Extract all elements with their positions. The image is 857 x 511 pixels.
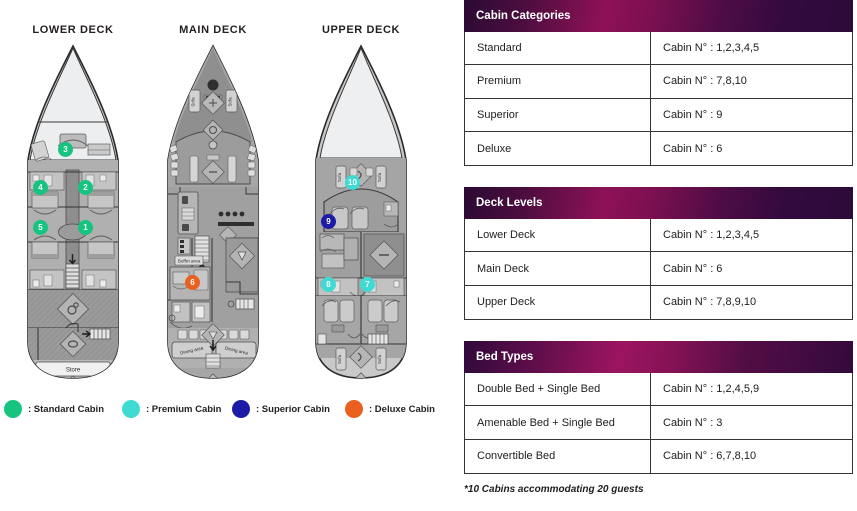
legend-label-premium: : Premium Cabin bbox=[146, 403, 222, 415]
cell-value: Cabin N° : 7,8,9,10 bbox=[663, 296, 757, 309]
cabin-legend: : Standard Cabin : Premium Cabin : Super… bbox=[0, 398, 455, 424]
deck-title-main: MAIN DECK bbox=[179, 24, 247, 36]
legend-label-deluxe: : Deluxe Cabin bbox=[369, 403, 435, 415]
cell-value: Cabin N° : 1,2,3,4,5 bbox=[663, 229, 760, 242]
area-label-sofa: Sofa bbox=[377, 354, 382, 364]
table-deck-levels: Deck Levels Lower Deck Cabin N° : 1,2,3,… bbox=[464, 187, 853, 321]
area-label-sofa: Sofa bbox=[377, 172, 382, 182]
cell-label: Convertible Bed bbox=[465, 439, 651, 473]
legend-swatch-premium-icon bbox=[122, 400, 140, 418]
cell-value: Cabin N° : 6 bbox=[663, 142, 723, 155]
deck-plans-panel: LOWER DECK bbox=[0, 0, 455, 424]
legend-swatch-superior-icon bbox=[232, 400, 250, 418]
table-row: Superior Cabin N° : 9 bbox=[465, 98, 852, 132]
area-label-dining: Dining area bbox=[180, 345, 204, 355]
cell-value: Cabin N° : 7,8,10 bbox=[663, 75, 747, 88]
deck-diagram-upper: Sofa Sofa bbox=[288, 42, 434, 382]
cabin-marker-10[interactable]: 10 bbox=[345, 175, 360, 190]
deck-diagram-lower: Store 3 4 2 5 1 bbox=[0, 42, 146, 382]
legend-item-deluxe: : Deluxe Cabin bbox=[345, 398, 435, 420]
area-label-sofa: Sofa bbox=[228, 97, 233, 107]
area-label-sofa: Sofa bbox=[337, 354, 342, 364]
table-row: Deluxe Cabin N° : 6 bbox=[465, 131, 852, 166]
table-row: Premium Cabin N° : 7,8,10 bbox=[465, 65, 852, 99]
cell-label: Double Bed + Single Bed bbox=[465, 373, 651, 406]
cell-label: Lower Deck bbox=[465, 219, 651, 252]
cell-label: Main Deck bbox=[465, 252, 651, 285]
legend-label-superior: : Superior Cabin bbox=[256, 403, 330, 415]
table-row: Standard Cabin N° : 1,2,3,4,5 bbox=[465, 32, 852, 66]
cell-label: Amenable Bed + Single Bed bbox=[465, 406, 651, 439]
table-bed-types: Bed Types Double Bed + Single Bed Cabin … bbox=[464, 341, 853, 474]
legend-swatch-standard-icon bbox=[4, 400, 22, 418]
cabin-marker-4[interactable]: 4 bbox=[33, 180, 48, 195]
cabin-marker-3[interactable]: 3 bbox=[58, 142, 73, 157]
legend-item-premium: : Premium Cabin bbox=[122, 398, 222, 420]
cell-value: Cabin N° : 1,2,4,5,9 bbox=[663, 383, 760, 396]
area-label-buffet: Buffet area bbox=[178, 259, 201, 264]
deck-title-upper: UPPER DECK bbox=[321, 24, 401, 36]
area-label-sofa: Sofa bbox=[337, 172, 342, 182]
cabin-marker-2[interactable]: 2 bbox=[78, 180, 93, 195]
table-row: Lower Deck Cabin N° : 1,2,3,4,5 bbox=[465, 219, 852, 253]
cell-value: Cabin N° : 6 bbox=[663, 262, 723, 275]
table-cabin-categories: Cabin Categories Standard Cabin N° : 1,2… bbox=[464, 0, 853, 167]
table-row: Upper Deck Cabin N° : 7,8,9,10 bbox=[465, 285, 852, 320]
table-body-bed-types: Double Bed + Single Bed Cabin N° : 1,2,4… bbox=[464, 373, 853, 474]
info-tables-panel: Cabin Categories Standard Cabin N° : 1,2… bbox=[464, 0, 853, 495]
deck-column-main: MAIN DECK bbox=[140, 0, 286, 390]
deck-column-lower: LOWER DECK bbox=[0, 0, 146, 390]
table-row: Convertible Bed Cabin N° : 6,7,8,10 bbox=[465, 439, 852, 473]
footnote-capacity: *10 Cabins accommodating 20 guests bbox=[464, 483, 644, 495]
cell-label: Standard bbox=[465, 32, 651, 65]
table-header-deck-levels: Deck Levels bbox=[464, 187, 853, 220]
deck-diagram-main: Sofa Sofa bbox=[140, 42, 286, 382]
cell-value: Cabin N° : 6,7,8,10 bbox=[663, 450, 757, 463]
legend-swatch-deluxe-icon bbox=[345, 400, 363, 418]
cell-label: Superior bbox=[465, 98, 651, 131]
cabin-marker-8[interactable]: 8 bbox=[321, 277, 336, 292]
legend-label-standard: : Standard Cabin bbox=[28, 403, 105, 415]
cabin-marker-5[interactable]: 5 bbox=[33, 220, 48, 235]
cell-label: Deluxe bbox=[465, 131, 651, 166]
cell-label: Upper Deck bbox=[465, 285, 651, 320]
cell-label: Premium bbox=[465, 65, 651, 98]
cell-value: Cabin N° : 9 bbox=[663, 108, 723, 121]
legend-item-standard: : Standard Cabin bbox=[4, 398, 104, 420]
area-label-dining: Dining area bbox=[224, 345, 248, 355]
table-header-bed-types: Bed Types bbox=[464, 341, 853, 374]
table-body-cabin-categories: Standard Cabin N° : 1,2,3,4,5 Premium Ca… bbox=[464, 32, 853, 167]
deck-column-upper: UPPER DECK Sofa bbox=[288, 0, 434, 390]
table-body-deck-levels: Lower Deck Cabin N° : 1,2,3,4,5 Main Dec… bbox=[464, 219, 853, 321]
table-row: Main Deck Cabin N° : 6 bbox=[465, 252, 852, 286]
legend-item-superior: : Superior Cabin bbox=[232, 398, 330, 420]
cabin-marker-9[interactable]: 9 bbox=[321, 214, 336, 229]
cell-value: Cabin N° : 1,2,3,4,5 bbox=[663, 42, 760, 55]
area-label-store: Store bbox=[66, 368, 81, 374]
area-label-sofa: Sofa bbox=[191, 97, 196, 107]
table-row: Double Bed + Single Bed Cabin N° : 1,2,4… bbox=[465, 373, 852, 407]
cell-value: Cabin N° : 3 bbox=[663, 416, 723, 429]
table-row: Amenable Bed + Single Bed Cabin N° : 3 bbox=[465, 406, 852, 440]
cabin-marker-6[interactable]: 6 bbox=[185, 275, 200, 290]
table-header-cabin-categories: Cabin Categories bbox=[464, 0, 853, 32]
cabin-marker-7[interactable]: 7 bbox=[360, 277, 375, 292]
cabin-marker-1[interactable]: 1 bbox=[78, 220, 93, 235]
deck-title-lower: LOWER DECK bbox=[32, 24, 114, 36]
